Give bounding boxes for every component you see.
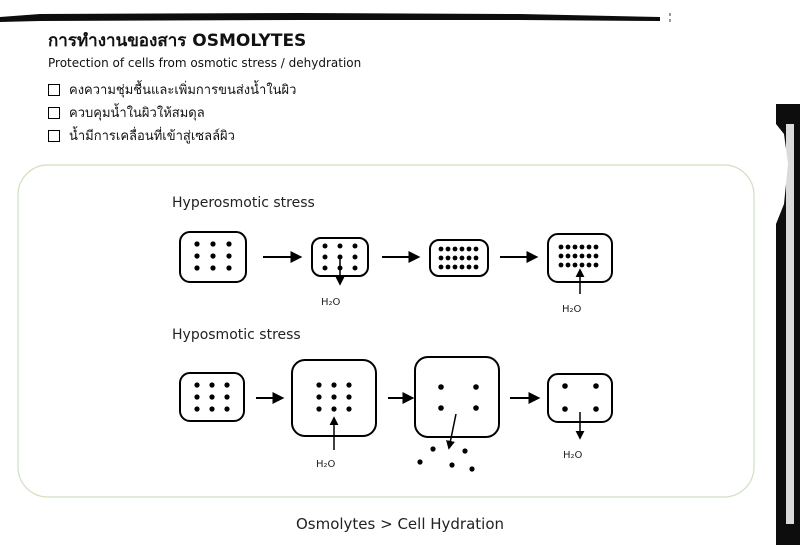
bullet-text: คงความชุ่มชื้นและเพิ่มการขนส่งน้ำในผิว [69,83,297,98]
water-label: H₂O [321,297,341,308]
cell-hypo-3-burst [414,356,500,438]
bullet-item: ควบคุมน้ำในผิวให้สมดุล [48,101,296,124]
hyperosmotic-label: Hyperosmotic stress [172,195,315,211]
page-subtitle: Protection of cells from osmotic stress … [48,56,362,70]
cell-hypo-2-molecules [316,382,352,412]
leak-arrow-hypo [446,413,457,450]
cell-hypo-3-molecules [438,384,479,411]
cell-hyper-3 [429,239,489,277]
water-label: H₂O [563,450,583,461]
cell-hypo-1-molecules [194,382,230,412]
cell-hyper-4-molecules [558,244,599,268]
bullet-item: น้ำมีการเคลื่อนที่เข้าสู่เซลล์ผิว [48,124,296,147]
cell-hyper-2-molecules [322,243,358,271]
bullet-list: คงความชุ่มชื้นและเพิ่มการขนส่งน้ำในผิว ค… [48,78,296,147]
released-molecules [417,446,475,472]
hyposmotic-label: Hyposmotic stress [172,327,301,343]
right-edge-bar [776,104,800,545]
cell-hyper-1-molecules [194,241,232,271]
bullet-text: น้ำมีการเคลื่อนที่เข้าสู่เซลล์ผิว [69,129,235,144]
cell-hypo-1 [179,372,245,422]
top-edge-bar [0,10,660,24]
cell-hypo-4-molecules [562,383,599,412]
checkbox-icon [48,106,60,119]
cell-hyper-3-molecules [438,246,479,270]
diagram-panel [17,164,755,498]
bullet-item: คงความชุ่มชื้นและเพิ่มการขนส่งน้ำในผิว [48,78,296,101]
water-label: H₂O [562,304,582,315]
top-edge-mark [668,8,674,22]
checkbox-icon [48,129,60,142]
cell-hyper-1 [179,231,247,283]
page-title: การทำงานของสาร OSMOLYTES [48,31,307,51]
bullet-text: ควบคุมน้ำในผิวให้สมดุล [69,106,205,121]
diagram-caption: Osmolytes > Cell Hydration [295,515,505,533]
checkbox-icon [48,83,60,96]
water-label: H₂O [316,459,336,470]
